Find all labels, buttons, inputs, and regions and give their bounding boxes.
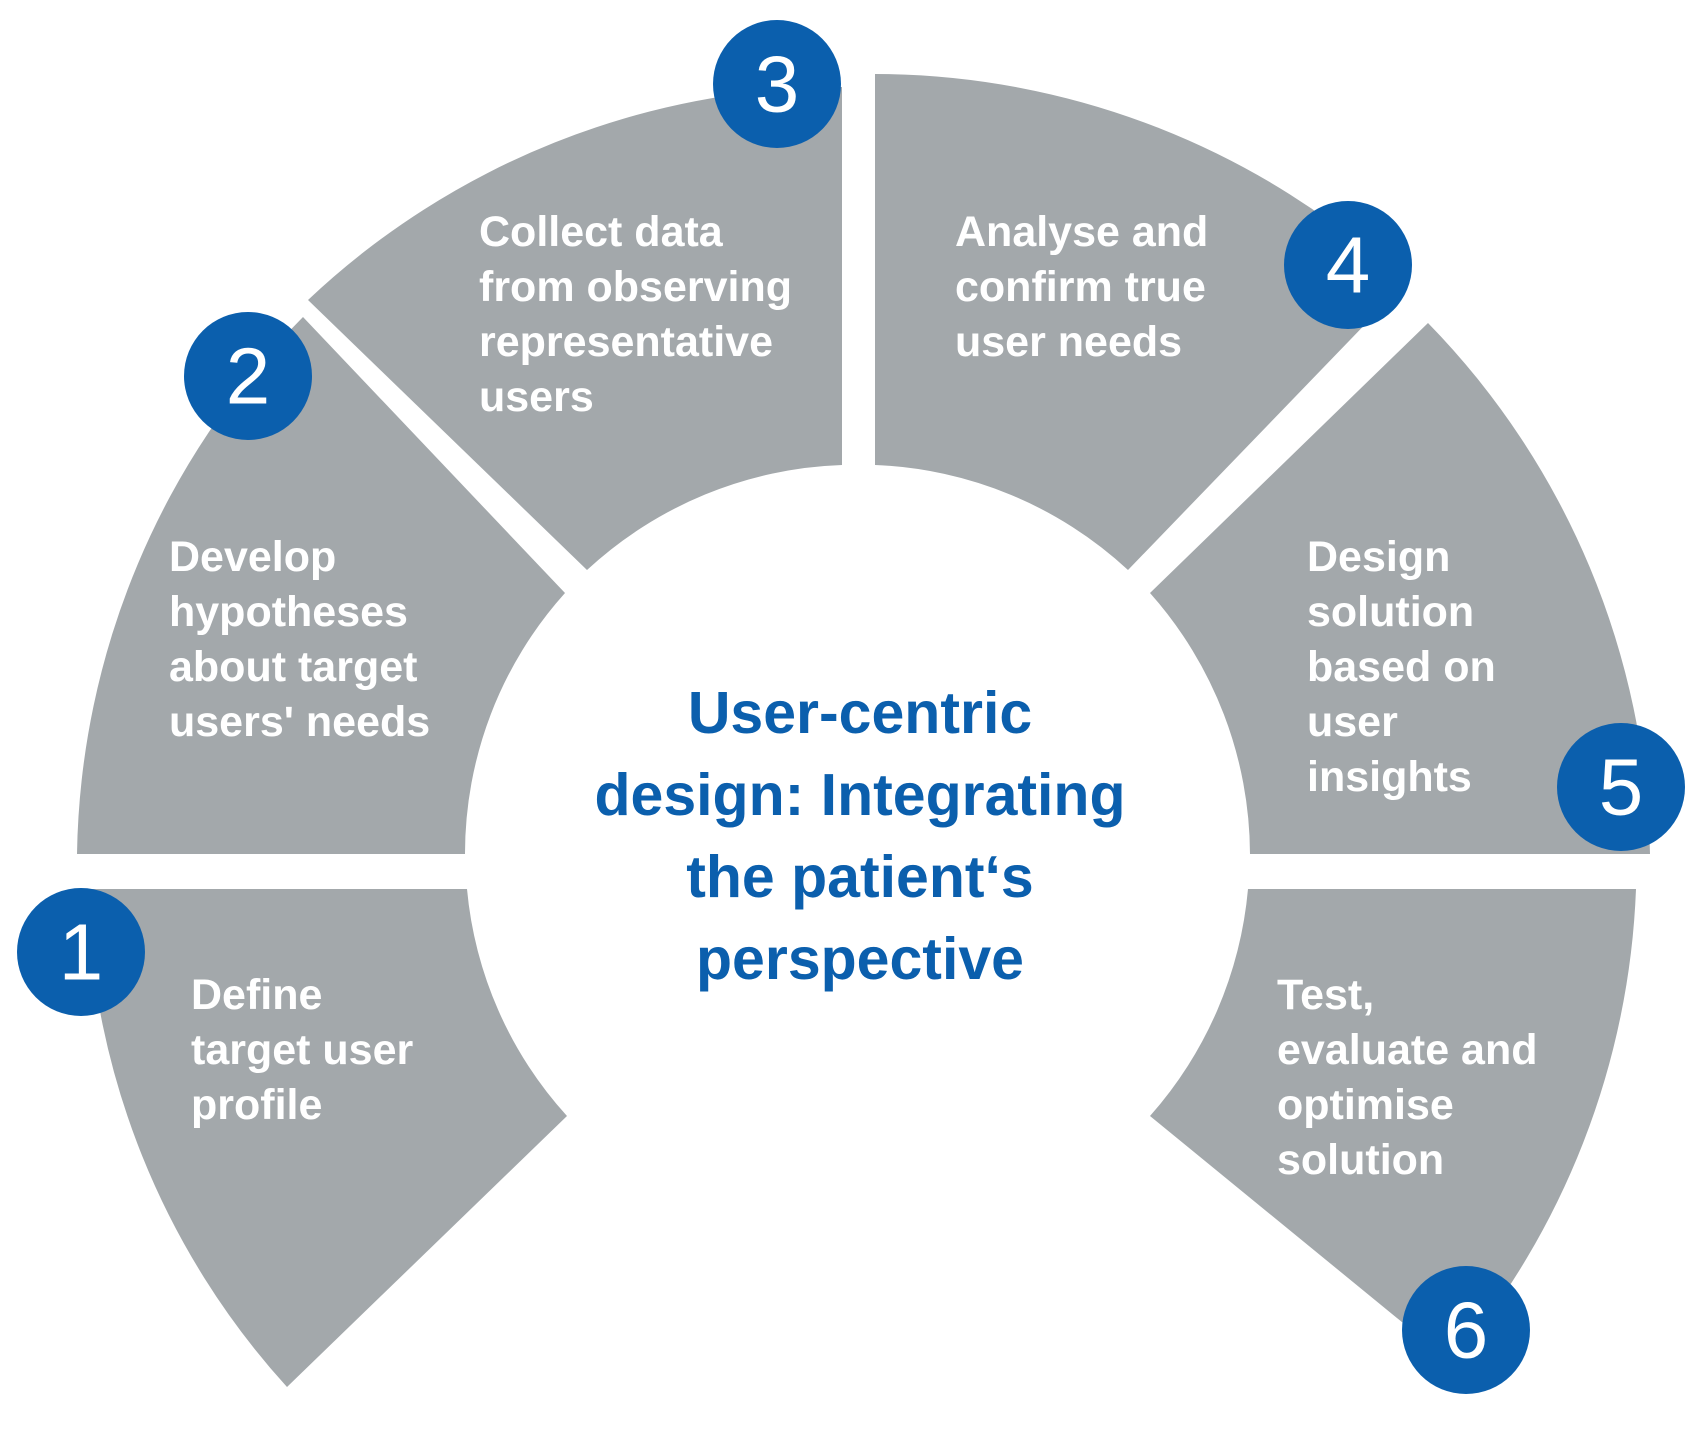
badge-6-number: 6 — [1444, 1286, 1489, 1375]
segment-5 — [1150, 323, 1650, 854]
segment-4 — [875, 74, 1405, 570]
badge-1-number: 1 — [59, 908, 104, 997]
badge-5: 5 — [1557, 723, 1685, 851]
badge-3-circle — [713, 20, 841, 148]
badge-2-circle — [184, 312, 312, 440]
badge-5-circle — [1557, 723, 1685, 851]
badge-6: 6 — [1402, 1266, 1530, 1394]
segment-3 — [308, 87, 842, 570]
badge-2: 2 — [184, 312, 312, 440]
step-3-label: Collect data from observing representati… — [479, 208, 792, 421]
segment-2 — [77, 317, 565, 854]
segment-6 — [1150, 889, 1636, 1363]
center-title: User-centric design: Integrating the pat… — [594, 680, 1126, 992]
segment-1 — [87, 889, 567, 1387]
badge-3-number: 3 — [755, 40, 800, 129]
badge-4-number: 4 — [1326, 221, 1371, 310]
badge-4-circle — [1284, 201, 1412, 329]
badge-1-circle — [17, 888, 145, 1016]
step-4-label: Analyse and confirm true user needs — [955, 208, 1209, 366]
badge-1: 1 — [17, 888, 145, 1016]
step-1-label: Define target user profile — [191, 971, 414, 1129]
badge-6-circle — [1402, 1266, 1530, 1394]
badge-3: 3 — [713, 20, 841, 148]
badge-2-number: 2 — [226, 332, 271, 421]
step-5-label: Design solution based on user insights — [1307, 533, 1496, 801]
step-2-label: Develop hypotheses about target users' n… — [169, 533, 431, 746]
step-6-label: Test, evaluate and optimise solution — [1277, 971, 1538, 1184]
badge-4: 4 — [1284, 201, 1412, 329]
badge-5-number: 5 — [1599, 743, 1644, 832]
